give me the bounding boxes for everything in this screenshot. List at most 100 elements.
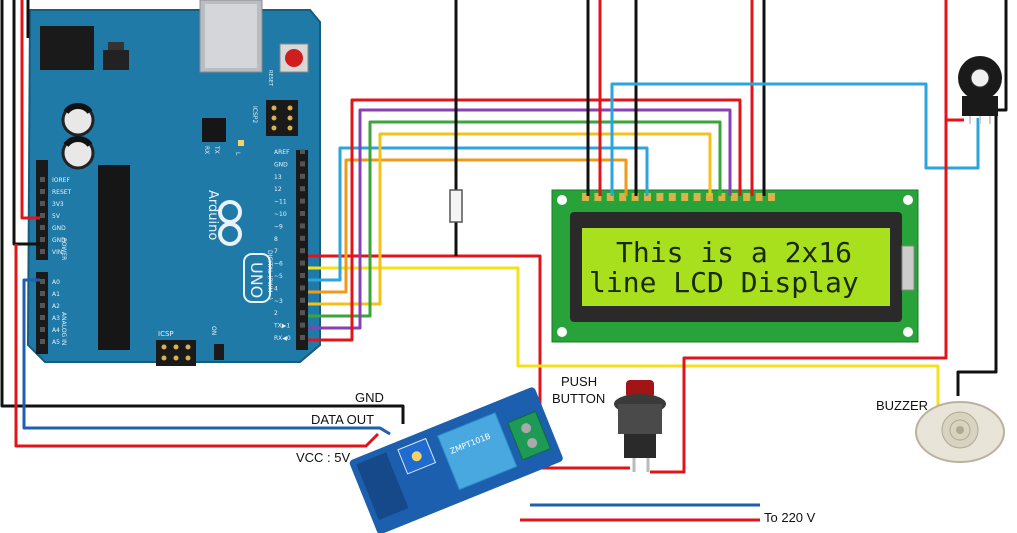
header-pin xyxy=(300,235,305,241)
lcd-line-1: This is a 2x16 xyxy=(616,236,852,269)
header-pin xyxy=(40,189,45,194)
header-pin xyxy=(300,161,305,167)
wire-button-red xyxy=(650,120,948,474)
pin-label: 12 xyxy=(274,186,282,193)
on-label: ON xyxy=(210,326,217,335)
power-header xyxy=(36,160,48,260)
header-pin xyxy=(300,285,305,291)
header-pin xyxy=(300,260,305,266)
wire-d0-red xyxy=(308,98,742,342)
wire-buzzer-black xyxy=(956,110,998,396)
buzzer-label: BUZZER xyxy=(876,398,928,413)
wire-vcc-red xyxy=(14,244,380,448)
header-pin xyxy=(40,303,45,308)
icsp2-header xyxy=(266,100,298,136)
icsp2-label: ICSP2 xyxy=(251,106,258,123)
header-pin xyxy=(40,213,45,218)
lcd-header-pins xyxy=(582,193,775,201)
header-pin xyxy=(40,237,45,242)
header-pin xyxy=(40,249,45,254)
header-pin xyxy=(40,279,45,284)
pin-label: 13 xyxy=(274,174,282,181)
lcd-pin xyxy=(619,193,627,201)
wire-d6-yellow-buzzer xyxy=(308,266,940,420)
lcd-pin xyxy=(594,193,602,201)
icsp-header xyxy=(156,340,196,366)
wire-gnd-black xyxy=(0,0,405,424)
lcd-pin xyxy=(668,193,676,201)
pin-label: GND xyxy=(52,225,66,232)
voltage-regulator xyxy=(103,50,129,70)
pin-label: ~6 xyxy=(274,261,283,268)
lcd-module: This is a 2x16 line LCD Display xyxy=(551,189,919,343)
pin-label: GND xyxy=(52,237,66,244)
resistor-icon xyxy=(449,189,463,223)
lcd-pin xyxy=(743,193,751,201)
header-pin xyxy=(300,198,305,204)
mains-label: To 220 V xyxy=(764,510,816,525)
lcd-pin xyxy=(644,193,651,201)
header-pin xyxy=(300,211,305,216)
pin-label: ~9 xyxy=(274,223,283,230)
power-jack xyxy=(40,26,94,70)
rx-label: RX xyxy=(203,146,210,154)
lcd-pin xyxy=(693,193,701,201)
buzzer-icon xyxy=(915,401,1005,463)
pin-label: A1 xyxy=(52,291,60,298)
header-pin xyxy=(40,225,45,230)
power-label: POWER xyxy=(60,238,67,260)
lcd-pin xyxy=(706,193,713,201)
header-pin xyxy=(300,223,305,229)
wire-d2-green xyxy=(308,120,722,318)
wire-gnd-arduino-black xyxy=(12,0,40,246)
wire-pot-wiper xyxy=(610,82,980,196)
lcd-pin xyxy=(606,193,614,201)
pin-label: ~11 xyxy=(274,199,287,206)
wire-d4-orange xyxy=(308,158,628,294)
pin-label: 5V xyxy=(52,213,61,220)
header-pin xyxy=(40,291,45,296)
header-pin xyxy=(300,149,305,154)
wire-d1-purple xyxy=(308,108,732,330)
uno-text: UNO xyxy=(247,262,266,298)
lcd-pin xyxy=(656,193,664,201)
pin-label: A3 xyxy=(52,315,60,322)
wires xyxy=(0,0,1008,522)
push-button-icon xyxy=(614,380,666,472)
header-pin xyxy=(40,315,45,320)
wire-d7-red-button xyxy=(308,254,630,470)
reset-label: RESET xyxy=(267,70,273,87)
potentiometer-icon xyxy=(958,56,1002,124)
usb-chip xyxy=(202,118,226,142)
pin-label: VIN xyxy=(52,249,62,256)
tx-label: TX xyxy=(213,145,220,154)
wire-5v-red xyxy=(20,0,40,220)
header-pin xyxy=(300,297,305,303)
wire-data-out-blue xyxy=(22,278,391,436)
pin-label: ~3 xyxy=(274,298,283,305)
lcd-pin xyxy=(681,193,689,201)
pin-label: ~10 xyxy=(274,211,287,218)
lcd-line-2: line LCD Display xyxy=(589,266,859,299)
pin-label: 8 xyxy=(274,236,278,243)
digital-label: DIGITAL (PWM~) xyxy=(266,250,273,300)
pin-label: A0 xyxy=(52,279,60,286)
pin-label: ~5 xyxy=(274,273,283,280)
header-pin xyxy=(300,186,305,192)
pin-label: A4 xyxy=(52,327,60,334)
header-pin xyxy=(300,335,305,340)
lcd-pin xyxy=(755,193,763,201)
vcc-label: VCC : 5V xyxy=(296,450,351,465)
push-label: PUSH xyxy=(561,374,597,389)
header-pin xyxy=(300,273,305,278)
pin-label: TX▶1 xyxy=(273,323,290,330)
header-pin xyxy=(300,248,305,254)
uno-badge: UNO xyxy=(243,253,271,303)
arduino-brand-text: Arduino xyxy=(205,190,220,240)
pin-label: A2 xyxy=(52,303,60,310)
icsp-label: ICSP xyxy=(158,330,174,338)
arduino-logo-icon xyxy=(218,200,242,246)
header-pin xyxy=(40,327,45,332)
